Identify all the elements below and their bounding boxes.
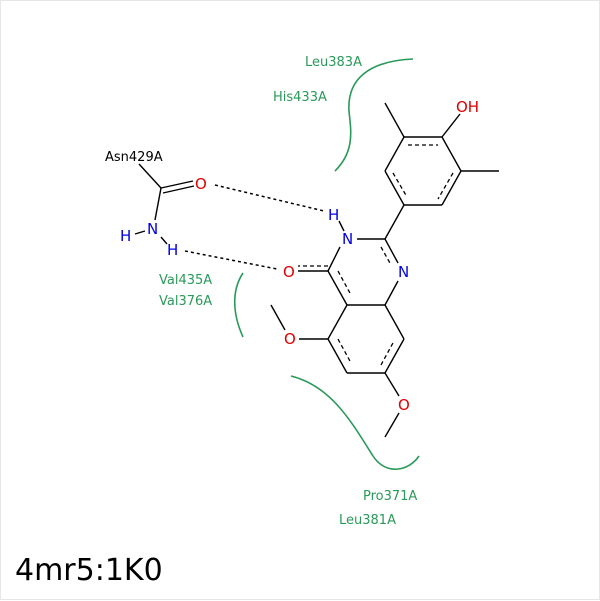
contact-arc-pro371-leu381	[290, 375, 420, 470]
residue-label-pro371a: Pro371A	[363, 489, 417, 504]
atom-asn-h-left: H	[120, 227, 131, 245]
pyrimidinone-ring	[327, 238, 399, 306]
atom-methoxy-o-bottom: O	[398, 396, 410, 414]
hydroxyl-bond	[441, 113, 461, 138]
methoxy-methyl-bottom	[384, 412, 400, 438]
biaryl-bond	[384, 204, 405, 240]
asn-co-bond-second	[162, 185, 195, 194]
methoxy-methyl-left	[270, 304, 286, 331]
ring-nh-bond	[338, 220, 345, 232]
contact-arc-val435-val376	[233, 272, 244, 338]
atom-methoxy-o-left: O	[284, 330, 296, 348]
benzo-ring	[327, 304, 405, 374]
residue-label-val376a: Val376A	[159, 294, 212, 309]
residue-label-leu381a: Leu381A	[339, 513, 396, 528]
phenol-ring	[384, 136, 462, 206]
asn-nh-left-bond	[134, 230, 146, 235]
atom-hydroxyl: OH	[456, 98, 479, 116]
atom-carbonyl-o: O	[283, 263, 295, 281]
methoxy-bond-bottom	[384, 372, 400, 397]
atom-ring-n-lower: N	[398, 263, 409, 281]
structure-caption: 4mr5:1K0	[15, 553, 163, 588]
atom-asn-o: O	[195, 175, 207, 193]
contact-arc-leu383-his433	[334, 58, 414, 172]
residue-label-asn429a: Asn429A	[105, 150, 163, 165]
atom-asn-n: N	[147, 220, 158, 238]
residue-label-val435a: Val435A	[159, 273, 212, 288]
asn-cn-bond	[154, 187, 162, 221]
atom-asn-h-lower: H	[167, 241, 178, 259]
hbond-asn-nh-to-carbonyl-o	[184, 250, 278, 270]
asn-co-bond	[160, 180, 194, 189]
methyl-bond-upper	[384, 102, 405, 138]
residue-label-leu383a: Leu383A	[305, 55, 362, 70]
asn-cb-bond	[138, 163, 162, 189]
atom-ring-n-upper-h: H	[328, 206, 339, 224]
atom-ring-n-upper: N	[342, 230, 353, 248]
asn-nh-lower-bond	[160, 236, 168, 245]
hbond-asn-o-to-ring-nh	[214, 184, 325, 212]
residue-label-his433a: His433A	[273, 90, 327, 105]
